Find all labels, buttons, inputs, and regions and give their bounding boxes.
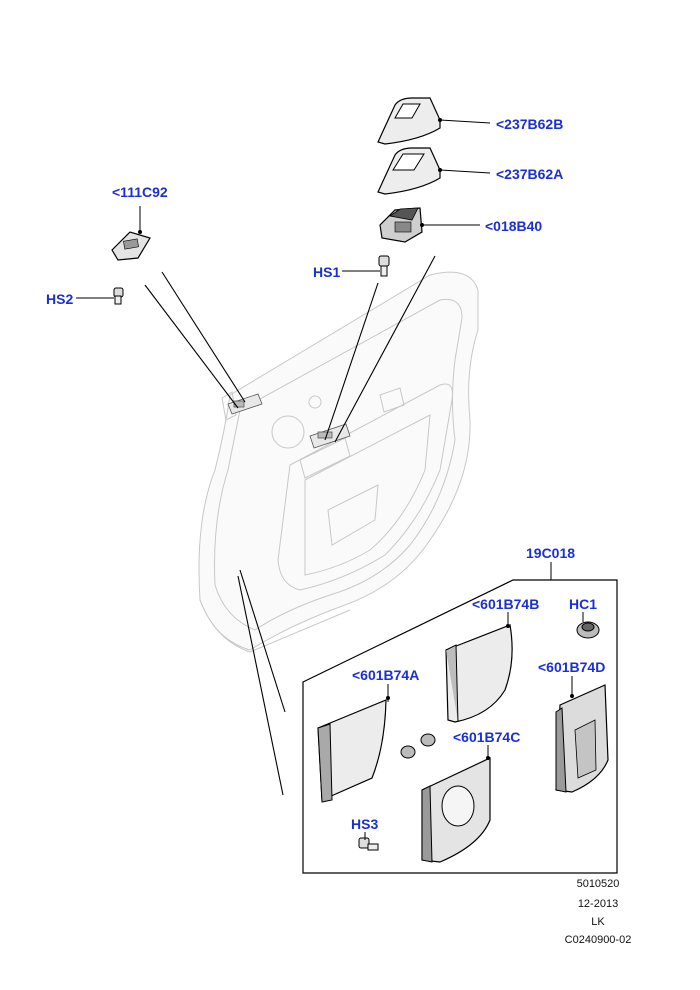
- kit-19c018-box: [302, 562, 618, 874]
- drawing-initials: LK: [591, 916, 605, 928]
- callout-19c018[interactable]: 19C018: [526, 545, 576, 561]
- screw-hs1: [342, 255, 390, 277]
- callout-018b40[interactable]: <018B40: [485, 218, 543, 234]
- callout-237b62b[interactable]: <237B62B: [496, 116, 564, 132]
- door-switch-location-front: [227, 393, 263, 415]
- callout-237b62a[interactable]: <237B62A: [496, 166, 564, 182]
- callout-hs2[interactable]: HS2: [46, 291, 74, 307]
- callout-601b74c[interactable]: <601B74C: [453, 729, 521, 745]
- callout-601b74b[interactable]: <601B74B: [472, 596, 540, 612]
- trim-601b74a: [317, 684, 390, 803]
- window-switch-018b40: [379, 207, 480, 243]
- callout-hs3[interactable]: HS3: [351, 816, 379, 832]
- clip-hc1: [576, 612, 600, 639]
- callout-601b74d[interactable]: <601B74D: [538, 659, 606, 675]
- screw-hs2: [76, 287, 124, 305]
- callout-601b74a[interactable]: <601B74A: [352, 667, 420, 683]
- window-switch-111c92: [111, 206, 151, 261]
- drawing-reference: C0240900-02: [564, 934, 632, 946]
- trim-601b74b: [445, 612, 513, 723]
- leader-lines: [144, 255, 436, 796]
- callout-hs1[interactable]: HS1: [313, 264, 341, 280]
- small-clips: [400, 733, 436, 759]
- door-switch-location-rear: [309, 423, 351, 449]
- switch-bezel-237b62b: [377, 97, 491, 145]
- callout-111c92[interactable]: <111C92: [112, 184, 168, 200]
- drawing-date: 12-2013: [577, 898, 619, 910]
- trim-601b74c: [421, 745, 491, 863]
- trim-601b74d: [555, 676, 609, 793]
- drawing-number: 5010520: [576, 878, 620, 890]
- switch-bezel-237b62a: [377, 147, 491, 195]
- callout-hc1[interactable]: HC1: [569, 596, 598, 612]
- rear-door-trim-panel: [198, 271, 479, 653]
- screw-hs3: [358, 832, 379, 851]
